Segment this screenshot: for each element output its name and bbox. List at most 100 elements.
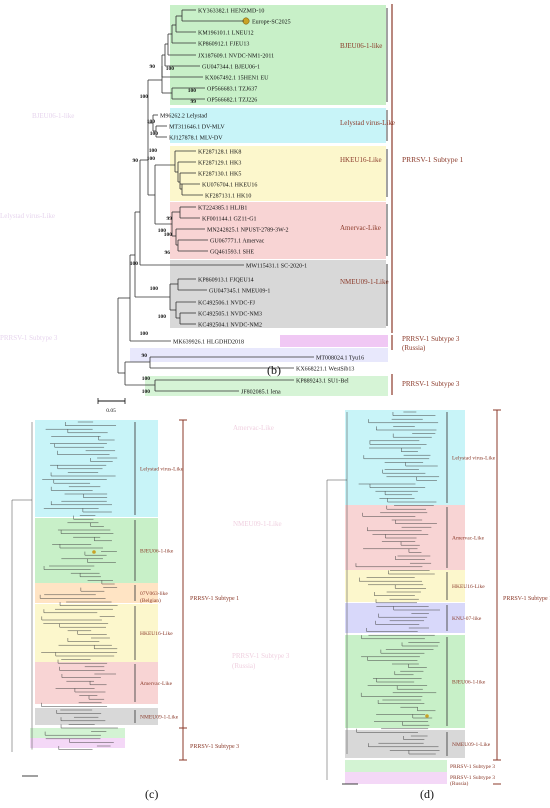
- subtype-name: PRRSV-1 Subtype 3: [450, 764, 495, 770]
- bootstrap-value: 100: [164, 232, 173, 238]
- panel-b-label: (b): [267, 363, 281, 377]
- taxon-label: KF287130.1 HK5: [198, 172, 241, 178]
- clade-name: HKEU16-Like: [452, 584, 485, 590]
- ghost-label: NMEU09-1-Like: [233, 520, 282, 528]
- clade-band: [170, 260, 386, 328]
- taxon-label: GU067771.1 Amervac: [210, 239, 265, 245]
- taxon-label: KF287129.1 HK3: [198, 161, 241, 167]
- clade-band: [35, 518, 158, 583]
- taxon-label: MN242825.1 NPUST-2789-3W-2: [207, 228, 288, 234]
- clade-name: Amervac-Like: [340, 224, 381, 232]
- taxon-label: KF287131.1 HK10: [205, 194, 251, 200]
- clade-band: [170, 108, 386, 143]
- taxon-label: MW115431.1 SC-2020-1: [246, 264, 307, 270]
- clade-band: [345, 570, 465, 602]
- ghost-label: (Russia): [232, 662, 256, 670]
- taxon-label: OP566683.1 TZJ637: [207, 87, 257, 93]
- clade-name: Lelystad virus-Like: [340, 119, 395, 127]
- bootstrap-value: 99: [191, 99, 197, 105]
- bootstrap-value: 100: [158, 314, 167, 320]
- clade-name: Amervac-Like: [452, 536, 485, 542]
- clade-band: [35, 662, 158, 704]
- bootstrap-value: 90: [142, 353, 148, 359]
- clade-name: HKEU16-Like: [140, 631, 173, 637]
- clade-band: [345, 730, 465, 758]
- taxon-label: KC492505.1 NVDC-NM3: [198, 312, 262, 318]
- taxon-label: Europe-SC2025: [252, 20, 291, 26]
- taxon-label: KC492506.1 NVDC-FJ: [198, 301, 256, 307]
- panel-d-label: (d): [420, 787, 434, 801]
- bootstrap-value: 90: [133, 158, 139, 164]
- panel-d-tree: Lelystad virus-LikeAmervac-LikeHKEU16-Li…: [326, 409, 550, 787]
- bootstrap-value: 96: [165, 250, 171, 256]
- taxon-label: OP566682.1 TZJ226: [207, 98, 257, 104]
- clade-band: [345, 505, 465, 570]
- clade-band: [345, 603, 465, 633]
- taxon-label: KJ127878.1 MLV-DV: [169, 136, 223, 142]
- taxon-label: KP889243.1 SU1-Bel: [296, 379, 349, 385]
- clade-name: NMEU09-1-Like: [340, 278, 389, 286]
- subtype-name: PRRSV-1 Subtype 1: [402, 155, 464, 164]
- taxon-label: KC492504.1 NVDC-NM2: [198, 323, 262, 329]
- clade-band: [345, 410, 465, 505]
- ghost-label: PRRSV-1 Subtype 3: [232, 652, 290, 660]
- taxon-label: MK639926.1 HLGDHD2018: [173, 340, 244, 346]
- subtype-name: PRRSV-1 Subtype 3: [190, 744, 239, 750]
- clade-name: KNU-07-like: [452, 616, 482, 622]
- subtype-name: PRRSV-1 Subtype 3(Russia): [402, 335, 460, 352]
- highlight-marker: [425, 714, 429, 718]
- bootstrap-value: 100: [166, 66, 175, 72]
- bootstrap-value: 100: [149, 148, 158, 154]
- ghost-label: BJEU06-1-like: [32, 112, 74, 120]
- bootstrap-value: 100: [188, 88, 197, 94]
- bootstrap-value: 100: [158, 228, 167, 234]
- clade-name: BJEU06-1-like: [140, 549, 174, 555]
- taxon-label: KX067492.1 15HEN1 EU: [205, 76, 269, 82]
- taxon-label: KF287128.1 HK8: [198, 150, 241, 156]
- clade-band: [345, 772, 447, 784]
- clade-band: [345, 760, 447, 772]
- taxon-label: KT224385.1 HLJB1: [198, 206, 247, 212]
- clade-name: BJEU06-1-like: [452, 680, 486, 686]
- bootstrap-value: 100: [147, 156, 156, 162]
- bootstrap-value: 100: [147, 119, 156, 125]
- ghost-label: Amervac-Like: [233, 424, 274, 432]
- clade-name: Lelystad virus-Like: [140, 467, 184, 473]
- taxon-label: GU047344.1 BJEU06-1: [202, 65, 260, 71]
- clade-name: Lelystad virus-Like: [452, 456, 496, 462]
- clade-band: [30, 728, 125, 738]
- subtype-name: PRRSV-1 Subtype 1: [503, 596, 550, 602]
- taxon-label: KP860912.1 FJEU13: [198, 42, 249, 48]
- ghost-label: PRRSV-1 Subtype 3: [0, 334, 58, 342]
- bootstrap-value: 100: [150, 131, 159, 137]
- bootstrap-value: 99: [167, 216, 173, 222]
- taxon-label: KX668221.1 WestSib13: [296, 367, 354, 373]
- bootstrap-value: 100: [140, 94, 149, 100]
- clade-name: Amervac-Like: [140, 681, 173, 687]
- clade-name: NMEU09-1-Like: [452, 742, 491, 748]
- taxon-label: JX187609.1 NVDC-NM1-2011: [198, 54, 274, 60]
- bootstrap-value: 100: [142, 376, 151, 382]
- taxon-label: KF001144.1 GZ11-G1: [202, 217, 257, 223]
- scale-label: 0.05: [106, 408, 116, 414]
- clade-band: [170, 146, 386, 201]
- clade-name: 07V063-like(Belgian): [140, 591, 168, 604]
- taxon-label: M96262.2 Lelystad: [160, 114, 207, 120]
- bootstrap-value: 100: [142, 389, 151, 395]
- taxon-label: JF802085.1 lena: [241, 390, 281, 396]
- taxon-label: GQ461593.1 SHE: [210, 250, 254, 256]
- taxon-label: MT311646.1 DV-MLV: [169, 125, 225, 131]
- highlight-marker: [92, 550, 96, 554]
- clade-band: [170, 5, 386, 105]
- panel-c-label: (c): [145, 787, 159, 801]
- taxon-label: GU047345.1 NMEU09-1: [209, 289, 270, 295]
- subtype-name: PRRSV-1 Subtype 1: [190, 596, 239, 602]
- ghost-label: Lelystad virus-Like: [0, 212, 55, 220]
- subtype-name: PRRSV-1 Subtype 3(Russia): [450, 775, 495, 787]
- taxon-label: KM196101.1 LNEU12: [198, 31, 254, 37]
